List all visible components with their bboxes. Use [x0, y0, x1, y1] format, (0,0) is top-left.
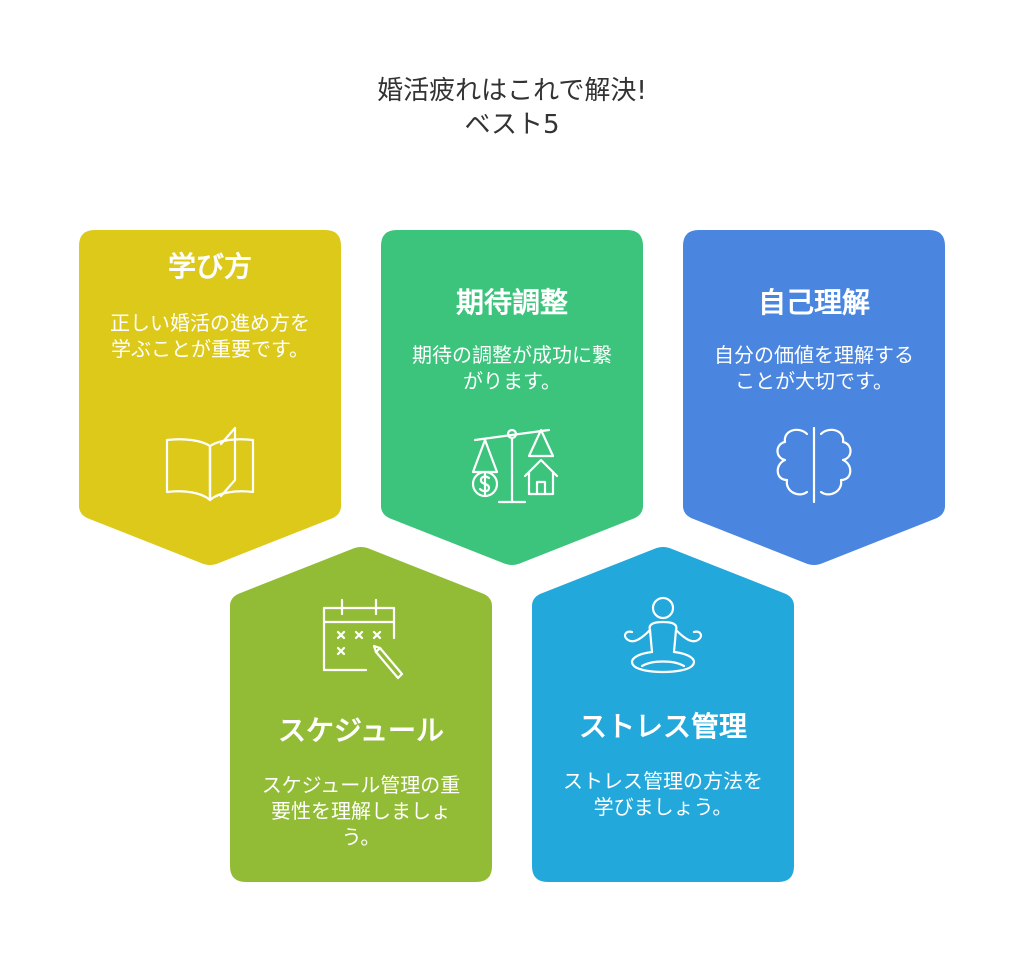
title-line-2: ベスト5 [464, 110, 560, 140]
card-shape [532, 547, 794, 882]
card-title: スケジュール [277, 714, 445, 747]
brain-icon [763, 420, 865, 510]
card-description: スケジュール管理の重要性を理解しましょう。 [261, 773, 461, 849]
card-title: 自己理解 [757, 286, 870, 319]
card-description: ストレス管理の方法を学びましょう。 [563, 769, 763, 819]
card-shape [79, 230, 341, 565]
card-title: ストレス管理 [578, 710, 747, 743]
card-title: 学び方 [167, 250, 252, 283]
card-self-understanding: 自己理解 自分の価値を理解することが大切です。 [683, 230, 945, 566]
meditation-icon [612, 594, 714, 684]
card-learning: 学び方 正しい婚活の進め方を学ぶことが重要です。 [79, 230, 341, 566]
card-description: 自分の価値を理解することが大切です。 [714, 343, 914, 393]
calendar-pen-icon [310, 594, 412, 684]
balance-scale-icon [461, 420, 563, 510]
card-shape [230, 547, 492, 882]
card-schedule: スケジュール スケジュール管理の重要性を理解しましょう。 [230, 546, 492, 882]
title-line-1: 婚活疲れはこれで解決! [377, 76, 647, 106]
card-shape [381, 230, 643, 565]
card-title: 期待調整 [455, 286, 568, 319]
card-description: 正しい婚活の進め方を学ぶことが重要です。 [110, 311, 310, 361]
card-stress-management: ストレス管理 ストレス管理の方法を学びましょう。 [532, 546, 794, 882]
card-expectation: 期待調整 期待の調整が成功に繋がります。 [381, 230, 643, 566]
card-description: 期待の調整が成功に繋がります。 [412, 343, 612, 393]
card-shape [683, 230, 945, 565]
page-title: 婚活疲れはこれで解決! ベスト5 [0, 74, 1024, 142]
open-book-icon [159, 420, 261, 510]
